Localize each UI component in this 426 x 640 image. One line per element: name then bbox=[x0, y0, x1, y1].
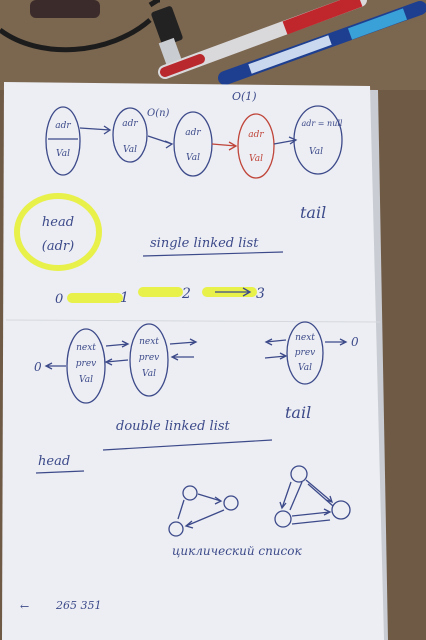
double-node-2-next: next bbox=[139, 337, 159, 347]
paper-fold bbox=[5, 319, 381, 323]
wallet-edge bbox=[30, 0, 100, 18]
single-node-1: adr Val bbox=[45, 106, 81, 176]
step-1: 1 bbox=[120, 290, 129, 306]
step-3: 3 bbox=[256, 286, 265, 302]
single-list-title: single linked list bbox=[150, 236, 259, 251]
head-highlight: head (adr) bbox=[14, 193, 102, 271]
double-node-1-val: Val bbox=[79, 375, 93, 385]
footer-numbers: 265 351 bbox=[55, 599, 102, 612]
double-node-1: next prev Val bbox=[66, 328, 106, 404]
single-node-4: adr Val bbox=[237, 113, 275, 179]
double-title-underline bbox=[102, 439, 273, 451]
single-node-5-bottom: Val bbox=[309, 147, 323, 157]
footer-dash: ← bbox=[20, 600, 29, 613]
single-title-underline bbox=[142, 251, 284, 257]
head-label: head bbox=[42, 215, 74, 230]
head-sub-label: (adr) bbox=[42, 239, 74, 254]
single-list-arrows bbox=[79, 125, 298, 151]
usb-connector bbox=[158, 37, 182, 65]
double-list-arrows bbox=[44, 338, 348, 370]
circular-list-large bbox=[274, 465, 351, 528]
double-node-3: next prev Val bbox=[286, 321, 324, 385]
double-node-3-next: next bbox=[295, 333, 315, 343]
double-node-2-val: Val bbox=[142, 369, 156, 379]
double-node-1-next: next bbox=[76, 343, 96, 353]
usb-cable-top bbox=[148, 0, 160, 8]
circular-list-small bbox=[168, 485, 239, 537]
double-list-title: double linked list bbox=[116, 419, 231, 434]
step-arrows bbox=[67, 287, 257, 303]
single-node-2-bottom: Val bbox=[123, 145, 137, 155]
red-pen bbox=[158, 0, 367, 79]
double-node-2: next prev Val bbox=[129, 323, 169, 397]
head-underline bbox=[35, 470, 85, 474]
double-node-2-prev: prev bbox=[139, 353, 159, 363]
single-node-2: adr Val bbox=[112, 107, 148, 163]
single-node-1-bottom: Val bbox=[56, 149, 70, 159]
circular-list-title: циклический список bbox=[172, 544, 302, 558]
head-label-2: head bbox=[38, 454, 70, 469]
step-0: 0 bbox=[55, 292, 63, 307]
single-node-3-bottom: Val bbox=[186, 153, 200, 163]
single-node-4-bottom: Val bbox=[249, 154, 263, 164]
big-o-label: O(1) bbox=[232, 90, 257, 103]
step-2: 2 bbox=[181, 286, 191, 302]
complexity-label: O(n) bbox=[147, 108, 170, 119]
double-node-3-val: Val bbox=[298, 363, 312, 373]
blue-pen bbox=[218, 1, 426, 85]
single-node-2-top: adr bbox=[122, 119, 138, 129]
null-right: 0 bbox=[351, 335, 359, 349]
null-left: 0 bbox=[34, 360, 42, 374]
double-node-1-prev: prev bbox=[76, 359, 96, 369]
tail-label: tail bbox=[300, 203, 326, 222]
double-node-3-prev: prev bbox=[295, 348, 315, 358]
tail-label-2: tail bbox=[285, 403, 311, 422]
single-node-4-top: adr bbox=[248, 130, 264, 140]
single-node-1-top: adr bbox=[55, 121, 71, 131]
usb-plug bbox=[151, 6, 183, 46]
single-node-3-top: adr bbox=[185, 128, 201, 138]
single-node-5-top: adr = null bbox=[302, 119, 343, 128]
usb-cable bbox=[0, 18, 152, 53]
